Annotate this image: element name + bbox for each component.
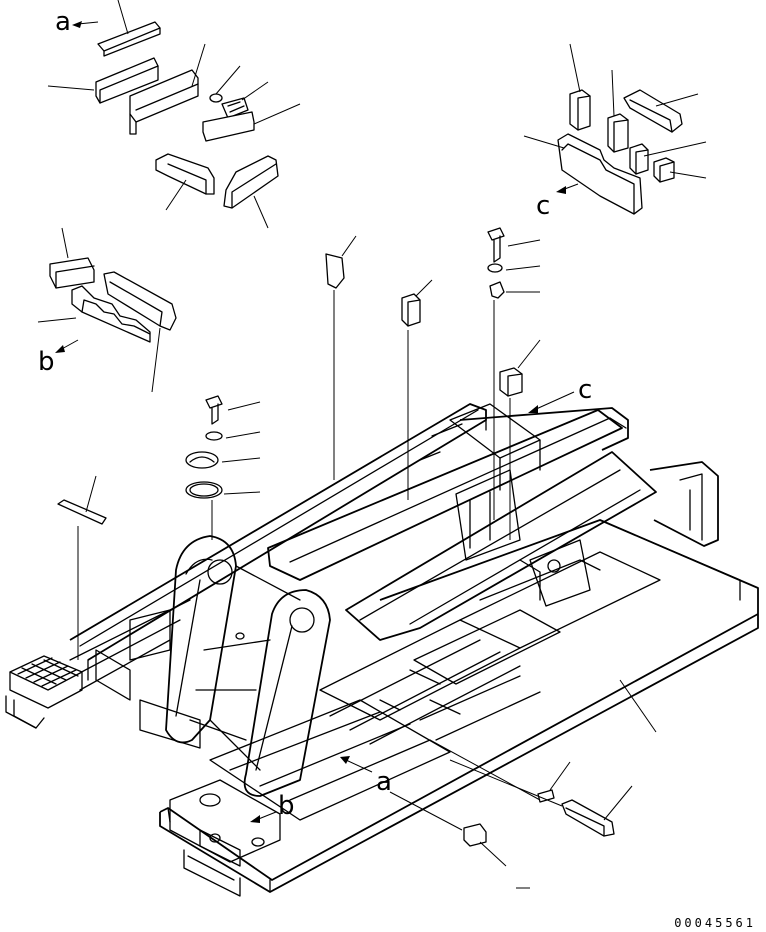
document-number: 00045561	[674, 916, 756, 930]
fastener-stack-right	[487, 227, 541, 520]
o-ring	[185, 481, 223, 499]
pad-small-1	[629, 143, 649, 175]
wear-plate-left	[95, 57, 159, 104]
callout-a-bottom: a	[376, 767, 392, 797]
pad-small-2	[653, 157, 675, 183]
loose-pads-lower	[389, 679, 657, 889]
parts-group-c: c	[523, 43, 707, 221]
callout-b-bottom: b	[278, 791, 295, 821]
parts-group-b: b	[37, 227, 177, 393]
cap	[185, 451, 219, 469]
callout-c-right: c	[536, 191, 550, 221]
plate-b	[202, 111, 255, 142]
block-small	[49, 257, 95, 289]
bolt	[205, 395, 223, 409]
frame-callouts: c a b	[250, 375, 592, 823]
fastener-stack-left	[185, 395, 261, 540]
callout-a-top: a	[55, 7, 71, 37]
main-frame	[5, 403, 759, 897]
washer	[487, 263, 503, 273]
wear-plate-c	[557, 133, 643, 215]
wedge-plate	[103, 271, 177, 331]
bolt	[487, 227, 505, 241]
pad-tall-2	[607, 113, 629, 153]
pad-c	[155, 153, 215, 195]
washer	[205, 431, 223, 441]
loose-pads	[57, 235, 541, 660]
bolt-a	[221, 97, 249, 119]
clip	[489, 281, 505, 299]
pad-d	[223, 155, 279, 209]
callout-b-left: b	[38, 347, 55, 377]
pad-tall-1	[569, 89, 591, 131]
parts-group-a: a	[47, 0, 301, 229]
washer-a	[209, 93, 223, 103]
callout-c-center: c	[578, 375, 592, 405]
